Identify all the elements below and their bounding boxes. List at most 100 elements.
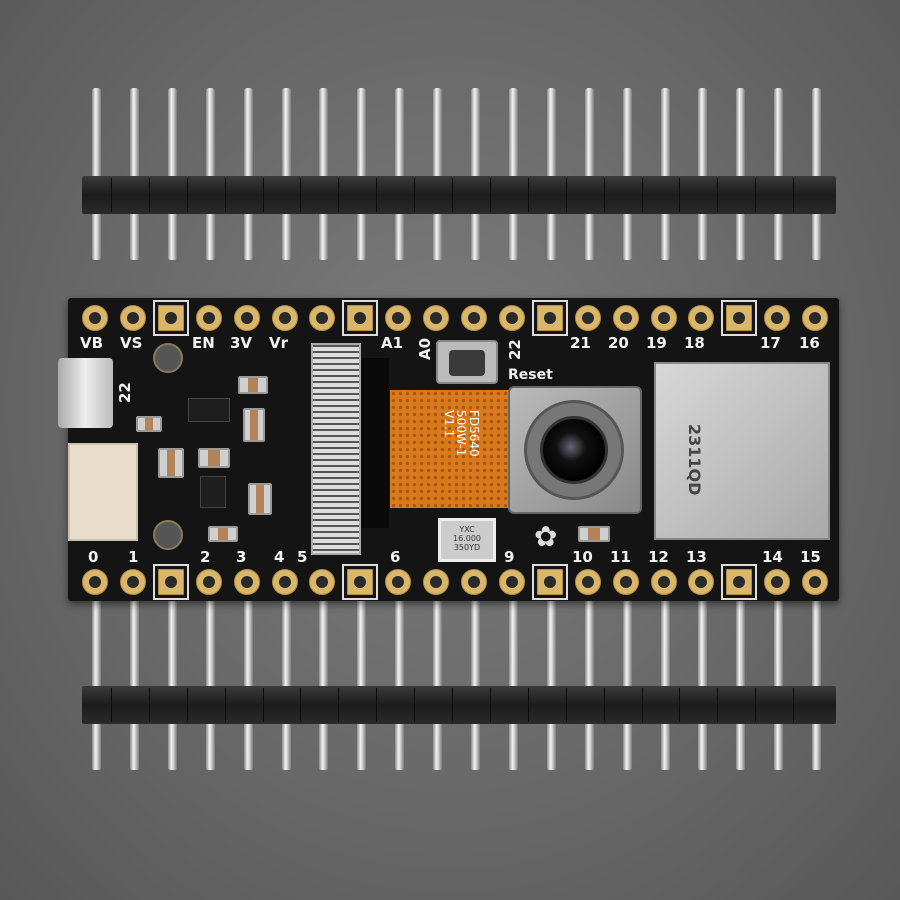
capacitor: [198, 448, 230, 468]
gpio-pad: [195, 569, 222, 595]
pin-label-top: A0: [416, 337, 434, 360]
pin-label-bottom: 5: [297, 548, 308, 566]
header-pin: [433, 598, 443, 770]
header-pin: [584, 598, 594, 770]
pin-label-top: EN: [192, 334, 215, 352]
regulator-chip: [188, 398, 230, 422]
square-pad-frame: [152, 564, 189, 600]
pin-label-top: 21: [570, 334, 591, 352]
pin-label-top: Vr: [269, 334, 289, 352]
header-pin: [774, 598, 784, 770]
header-pin: [546, 598, 556, 770]
gpio-pad: [461, 305, 487, 331]
header-pin: [243, 598, 253, 770]
mounting-hole: [153, 343, 183, 373]
header-pin: [622, 88, 632, 260]
header-pin: [622, 598, 632, 770]
gpio-pad: [650, 569, 677, 595]
pin-label-bottom: 4: [274, 548, 285, 566]
fpc-connector: [311, 343, 361, 555]
gpio-pad: [726, 305, 753, 331]
gpio-pad: [385, 305, 412, 331]
gpio-pad: [498, 305, 525, 331]
pin-label-bottom: 15: [800, 548, 821, 566]
crystal-oscillator: YXC 16.000 350YD: [438, 518, 496, 562]
header-pin: [736, 88, 746, 260]
gpio-pad: [574, 569, 601, 595]
header-pin: [812, 88, 822, 260]
gpio-pad: [612, 305, 639, 331]
capacitor: [208, 526, 238, 542]
crystal-text-3: 350YD: [453, 542, 481, 552]
pin-label-bottom: 11: [610, 548, 631, 566]
header-pin: [508, 88, 518, 260]
gpio-pad: [157, 569, 184, 595]
sd-text: 2311QD: [685, 424, 704, 496]
reset-button[interactable]: [436, 340, 498, 384]
header-pin: [812, 598, 822, 770]
gpio-pad: [536, 569, 563, 595]
header-pin: [243, 88, 253, 260]
capacitor: [248, 483, 272, 515]
pin-label-bottom: 9: [504, 548, 515, 566]
pin-header-bottom: [82, 686, 836, 724]
pin-label-top: 17: [760, 334, 781, 352]
camera-module: [508, 386, 642, 514]
cable-text-3: V1.1: [441, 410, 456, 438]
gpio-pad: [764, 569, 791, 595]
header-pin: [281, 598, 291, 770]
header-pin: [395, 598, 405, 770]
camera-lens: [540, 416, 608, 484]
header-pin: [433, 88, 443, 260]
square-pad-frame: [342, 300, 379, 336]
gpio-pad: [650, 305, 677, 331]
pin-label-bottom: 10: [572, 548, 593, 566]
header-pin: [698, 88, 708, 260]
reset-label: Reset: [508, 367, 553, 383]
header-pin: [319, 88, 329, 260]
gpio-pad: [309, 305, 336, 331]
header-pin: [660, 88, 670, 260]
gpio-pad: [536, 305, 563, 331]
gpio-pad: [195, 305, 222, 331]
crystal-text-2: 16.000: [453, 533, 481, 543]
gpio-pad: [385, 569, 412, 595]
header-pin: [736, 598, 746, 770]
pin-label-top: VS: [120, 334, 143, 352]
gpio-pad: [271, 305, 298, 331]
header-pin: [205, 598, 215, 770]
pin-label-bottom: 2: [200, 548, 211, 566]
gpio-pad: [802, 569, 829, 595]
fpc-latch: [361, 358, 389, 528]
cable-text-2: 500W-1: [454, 410, 469, 457]
pin-label-bottom: 3: [236, 548, 247, 566]
gpio-pad: [498, 569, 525, 595]
header-pin: [167, 88, 177, 260]
gpio-pad: [423, 305, 450, 331]
gpio-pad: [82, 569, 108, 595]
pin-label-top: 16: [799, 334, 820, 352]
capacitor: [158, 448, 184, 478]
pin-label-top: 3V: [230, 334, 253, 352]
pin-label-top: 22: [506, 339, 524, 360]
gpio-pad: [347, 569, 374, 595]
gpio-pad: [764, 305, 791, 331]
pin-label-bottom: 0: [88, 548, 99, 566]
gpio-pad: [688, 569, 715, 595]
pin-label-top: 20: [608, 334, 629, 352]
pin-label-top: 18: [684, 334, 705, 352]
capacitor: [136, 416, 162, 432]
gpio-pad: [119, 305, 146, 331]
gpio-pad: [233, 569, 260, 595]
gpio-pad: [574, 305, 601, 331]
gpio-pad: [726, 569, 753, 595]
square-pad-frame: [152, 300, 189, 336]
crystal-text-1: YXC: [459, 525, 475, 534]
capacitor: [238, 376, 268, 394]
cable-text-1: FD5640: [467, 410, 481, 457]
header-pin: [129, 598, 139, 770]
header-pin: [129, 88, 139, 260]
header-pin: [471, 598, 480, 770]
gpio-pad: [271, 569, 298, 595]
pin-header-top: [82, 176, 836, 214]
